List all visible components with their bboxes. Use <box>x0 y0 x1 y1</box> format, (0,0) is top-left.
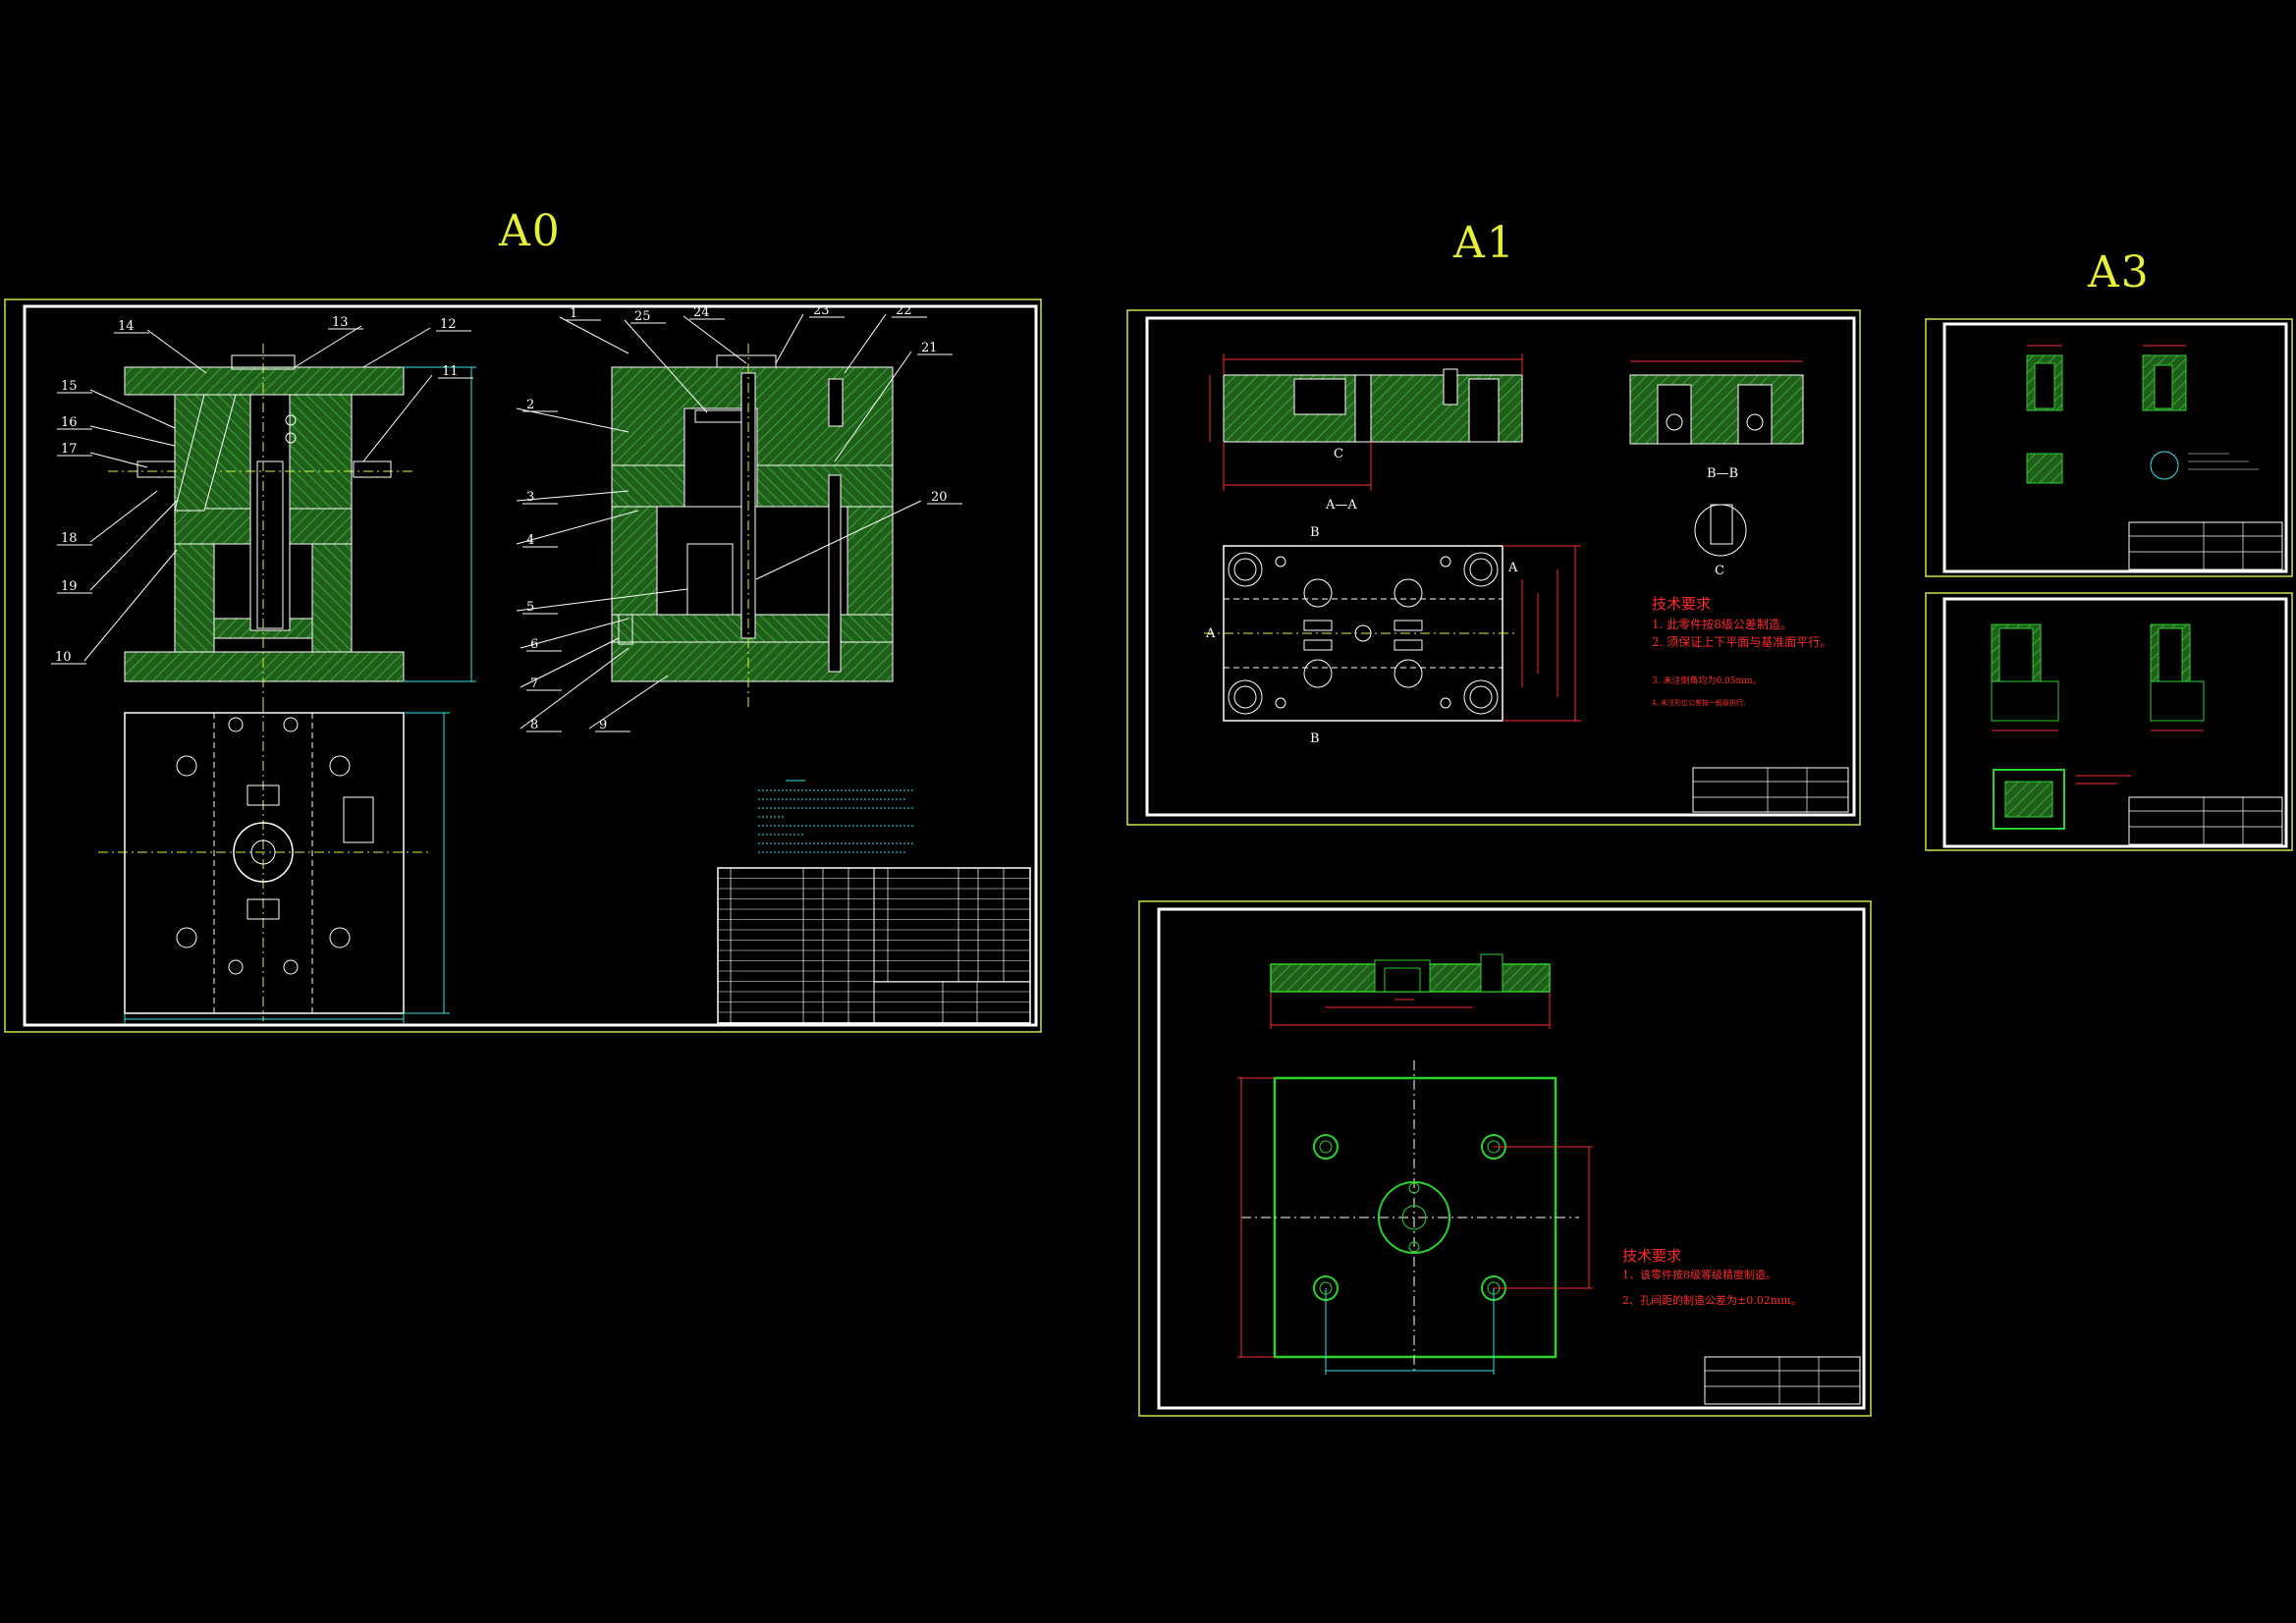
callout-leader <box>89 389 176 429</box>
callout-leader <box>516 407 629 433</box>
callout-number: 7 <box>530 676 538 691</box>
callout-number: 21 <box>921 341 938 355</box>
callout-number: 22 <box>896 303 912 318</box>
callout-number: 16 <box>61 415 78 430</box>
a1-top-tech-notes: 技术要求 1. 此零件按8级公差制造。 2. 须保证上下平面与基准面平行。 3.… <box>1652 595 1831 707</box>
a1-top-tech-title: 技术要求 <box>1652 595 1711 613</box>
callout-number: 24 <box>693 305 710 320</box>
sheet-label-a0: A0 <box>499 206 562 256</box>
callout-number: 13 <box>332 315 349 330</box>
callout-number: 19 <box>61 579 78 594</box>
sheet-a3-top <box>1925 318 2293 577</box>
callout-leader <box>834 351 912 462</box>
callout-leader <box>362 374 433 462</box>
a1-view-c-mark: C <box>1334 447 1343 461</box>
callout-leader <box>519 618 629 649</box>
callout-leader <box>624 319 708 413</box>
a1-mark-a-right: A <box>1507 561 1518 575</box>
a1-bottom-tech-notes: 技术要求 1、该零件按8级等级精度制造。 2、孔间距的制造公差为±0.02mm。 <box>1622 1247 1802 1307</box>
a0-parts-list <box>717 867 1031 1024</box>
callout-leader <box>755 500 922 580</box>
callout-number: 11 <box>442 364 459 379</box>
callout-leader <box>89 490 158 543</box>
a1-mark-b-top: B <box>1310 525 1320 540</box>
callout-leader <box>83 549 178 662</box>
a0-notes <box>758 780 913 853</box>
callout-leader <box>89 425 176 447</box>
callout-leader <box>519 647 629 730</box>
callout-leader <box>294 325 362 368</box>
a1-detail-c: C <box>1694 504 1747 578</box>
sheet-label-a1: A1 <box>1453 218 1516 268</box>
a1-bottom-title-block <box>1704 1356 1861 1405</box>
callout-number: 15 <box>61 379 78 394</box>
callout-leader <box>89 452 148 468</box>
a1-section-bb-label: B—B <box>1707 466 1738 481</box>
callout-number: 9 <box>599 718 607 732</box>
callout-leader <box>516 510 639 545</box>
callout-leader <box>519 637 620 688</box>
callout-number: 8 <box>530 718 538 732</box>
a1-top-tech-line-2: 2. 须保证上下平面与基准面平行。 <box>1652 635 1831 649</box>
sheet-a0: 1234567891011121314151617181920212223242… <box>4 298 1042 1033</box>
sheet-a3-bottom <box>1925 592 2293 851</box>
callout-leader <box>683 315 747 364</box>
callout-number: 20 <box>931 490 948 505</box>
a1b-section-view <box>1270 953 1551 1029</box>
callout-number: 14 <box>118 319 135 334</box>
callout-number: 25 <box>634 309 651 324</box>
a1-mark-a-left: A <box>1205 626 1216 641</box>
sheet-a1-bottom: 技术要求 1、该零件按8级等级精度制造。 2、孔间距的制造公差为±0.02mm。 <box>1138 900 1872 1417</box>
a1-top-tech-line-3: 3. 未注倒角均为0.05mm。 <box>1652 675 1762 686</box>
callout-number: 10 <box>55 650 72 665</box>
a1-bottom-tech-line-2: 2、孔间距的制造公差为±0.02mm。 <box>1622 1293 1802 1307</box>
callout-number: 3 <box>526 490 534 505</box>
sheet-label-a3: A3 <box>2088 247 2151 298</box>
a0-assembly-front-view <box>108 344 476 707</box>
sheet-a1-top: A—A C B—B C <box>1126 309 1861 826</box>
callout-number: 12 <box>440 317 457 332</box>
a1-top-title-block <box>1692 767 1849 813</box>
callout-number: 6 <box>530 637 538 652</box>
a1-section-aa-label: A—A <box>1325 498 1357 513</box>
callout-number: 2 <box>526 398 534 412</box>
callout-leader <box>362 327 431 368</box>
callout-leader <box>588 675 669 730</box>
a0-assembly-side-view <box>611 344 894 707</box>
a1-section-aa: A—A C <box>1209 353 1523 513</box>
callout-number: 5 <box>526 600 534 615</box>
callout-number: 1 <box>570 306 577 321</box>
callout-leader <box>516 588 688 612</box>
a0-assembly-plan-view <box>98 702 450 1023</box>
callout-leader <box>559 316 629 354</box>
callout-leader <box>89 500 178 591</box>
a1-top-tech-line-4: 4. 未注形位公差按一般级执行。 <box>1652 698 1750 707</box>
callout-number: 17 <box>61 442 78 457</box>
callout-number: 4 <box>526 533 534 548</box>
callout-leader <box>516 490 629 502</box>
a1-bottom-tech-title: 技术要求 <box>1622 1247 1681 1265</box>
a1-mark-b-bottom: B <box>1310 731 1320 746</box>
callout-leader <box>146 329 207 374</box>
a1-plan-view: A A B B <box>1204 525 1581 746</box>
a1-top-tech-line-1: 1. 此零件按8级公差制造。 <box>1652 618 1792 631</box>
a1-section-bb: B—B <box>1629 360 1804 481</box>
callout-leader <box>775 313 804 364</box>
callout-number: 23 <box>813 303 830 318</box>
a1-detail-c-label: C <box>1715 564 1724 578</box>
a1-bottom-tech-line-1: 1、该零件按8级等级精度制造。 <box>1622 1268 1777 1281</box>
callout-leader <box>844 313 887 374</box>
a1b-plate-plan <box>1237 1060 1593 1375</box>
callout-number: 18 <box>61 531 78 546</box>
